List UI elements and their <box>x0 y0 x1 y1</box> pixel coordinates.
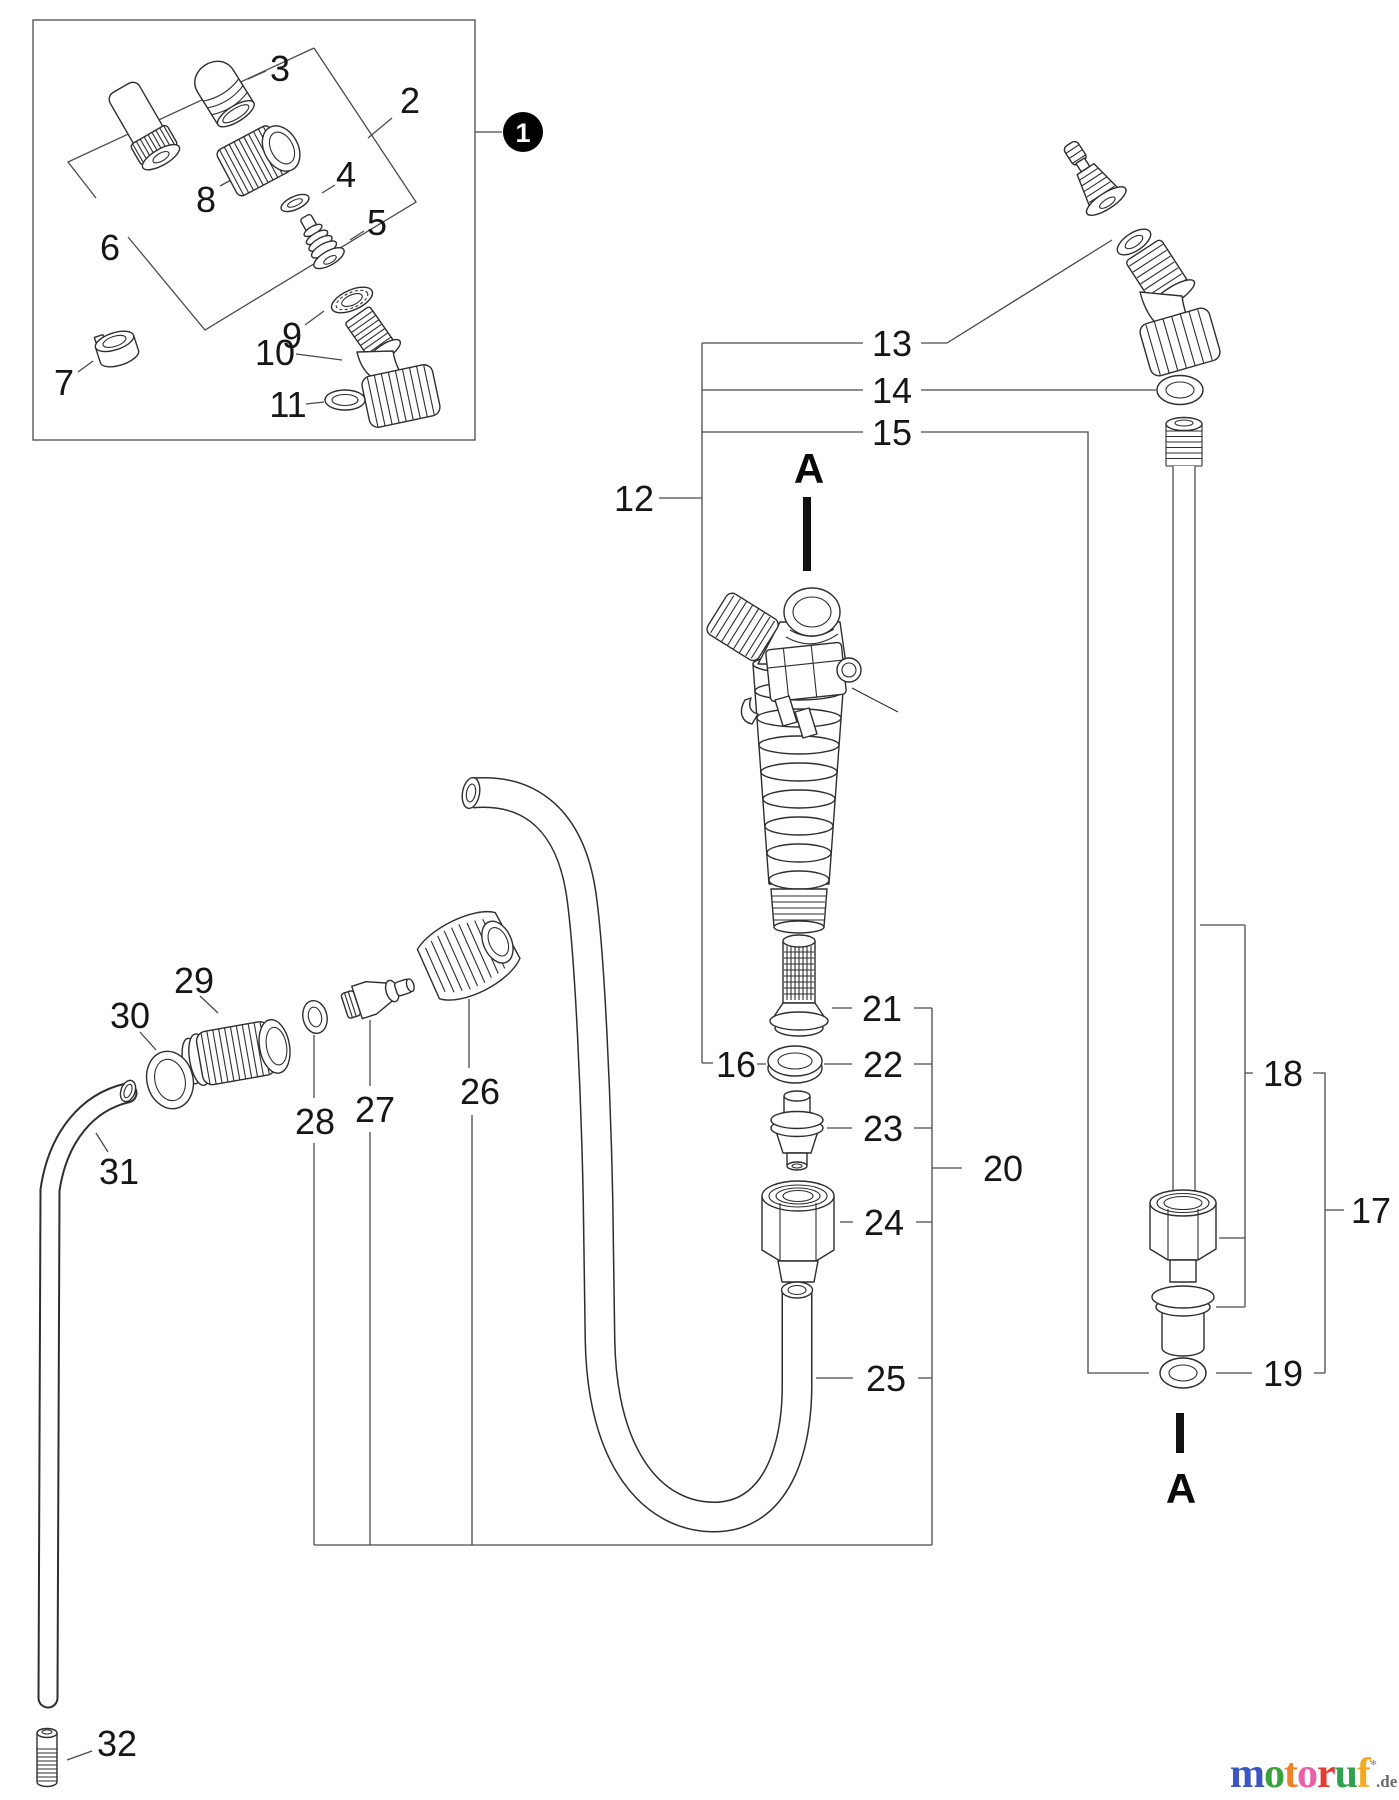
watermark-letter: m <box>1230 1751 1265 1797</box>
callout-18: 18 <box>1263 1053 1303 1094</box>
callout-12: 12 <box>614 478 654 519</box>
part-26-knurled-cap <box>416 910 521 1001</box>
callout-24: 24 <box>864 1202 904 1243</box>
part-4-washer <box>280 193 310 213</box>
watermark-letter: u <box>1335 1751 1358 1797</box>
callout-32: 32 <box>97 1723 137 1764</box>
callout-4: 4 <box>336 154 356 195</box>
part-6-cylinder <box>108 81 181 171</box>
part-13-nozzle-group <box>1063 140 1221 377</box>
watermark-trademark: * <box>1370 1758 1377 1773</box>
part-29-threaded-plug <box>181 1019 291 1087</box>
section-markers: A A <box>794 445 1196 1512</box>
part-3-cap <box>194 60 255 128</box>
callout-labels: 1 2 3 4 5 6 7 8 9 10 11 12 13 14 15 16 1… <box>54 48 1391 1764</box>
part-22-washer <box>767 1045 823 1084</box>
watermark-logo: motoruf*.de <box>1230 1751 1398 1797</box>
section-marker-a-bottom: A <box>1166 1465 1196 1512</box>
part-32-strainer <box>36 1727 58 1788</box>
part-31-suction-tube <box>37 1079 138 1709</box>
watermark-letter: f <box>1357 1751 1372 1797</box>
parts-artwork <box>36 60 1221 1788</box>
part-19-oring <box>1159 1357 1207 1389</box>
callout-25: 25 <box>866 1358 906 1399</box>
left-label-dashes <box>66 995 219 1761</box>
group-box-1 <box>32 19 476 441</box>
watermark-suffix: .de <box>1376 1772 1398 1791</box>
callout-26: 26 <box>460 1071 500 1112</box>
part-28-oring <box>302 999 328 1035</box>
part-10-elbow <box>345 306 441 428</box>
part-12-valve-assembly <box>706 587 899 934</box>
bracket-20-lines <box>314 1007 962 1546</box>
part-24-hex-nut <box>761 1180 835 1283</box>
callout-31: 31 <box>99 1151 139 1192</box>
callout-13: 13 <box>872 323 912 364</box>
callout-22: 22 <box>863 1044 903 1085</box>
part-30-oring <box>145 1050 195 1110</box>
badge-label-1: 1 <box>515 118 530 148</box>
watermark-letter: t <box>1284 1751 1298 1797</box>
part-21-filter <box>769 934 829 1037</box>
callout-7: 7 <box>54 362 74 403</box>
badge-circle-1 <box>503 112 543 152</box>
part-5-swirl-insert <box>300 213 345 270</box>
callout-30: 30 <box>110 995 150 1036</box>
watermark-letter: o <box>1297 1751 1317 1797</box>
part-17-union-nut <box>1149 1189 1217 1357</box>
part-23-connector <box>770 1090 824 1171</box>
callout-28: 28 <box>295 1101 335 1142</box>
callout-21: 21 <box>862 988 902 1029</box>
callout-8: 8 <box>196 179 216 220</box>
part-25-hose <box>461 776 814 1533</box>
callout-9: 9 <box>282 315 302 356</box>
part-9-serrated-washer <box>330 286 374 314</box>
section-marker-a-bottom-bar <box>1176 1413 1184 1453</box>
callout-17: 17 <box>1351 1190 1391 1231</box>
leader-lines <box>32 19 1344 1761</box>
part-14-oring <box>1156 374 1204 406</box>
callout-23: 23 <box>863 1108 903 1149</box>
bracket-12-lines <box>659 239 1156 1374</box>
watermark-letter: r <box>1317 1751 1335 1797</box>
callout-20: 20 <box>983 1148 1023 1189</box>
section-marker-a-top-bar <box>803 497 811 571</box>
callout-15: 15 <box>872 412 912 453</box>
callout-6: 6 <box>100 227 120 268</box>
bracket-17-18-lines <box>1200 924 1344 1374</box>
callout-16: 16 <box>716 1044 756 1085</box>
section-marker-a-top: A <box>794 445 824 492</box>
callout-11: 11 <box>269 384 306 425</box>
part-27-nozzle <box>340 978 415 1020</box>
callout-14: 14 <box>872 370 912 411</box>
callout-3: 3 <box>270 48 290 89</box>
callout-29: 29 <box>174 960 214 1001</box>
part-15-tube <box>1165 416 1203 1192</box>
callout-5: 5 <box>367 202 387 243</box>
part-11-oring <box>324 389 366 411</box>
part-8-ring-nut <box>216 125 301 197</box>
callout-2: 2 <box>400 80 420 121</box>
part-7-cap-nut <box>93 330 140 368</box>
callout-10: 10 <box>255 332 295 373</box>
callout-19: 19 <box>1263 1353 1303 1394</box>
watermark-letter: o <box>1264 1751 1284 1797</box>
leaders-26-27-28 <box>313 999 473 1545</box>
callout-27: 27 <box>355 1089 395 1130</box>
